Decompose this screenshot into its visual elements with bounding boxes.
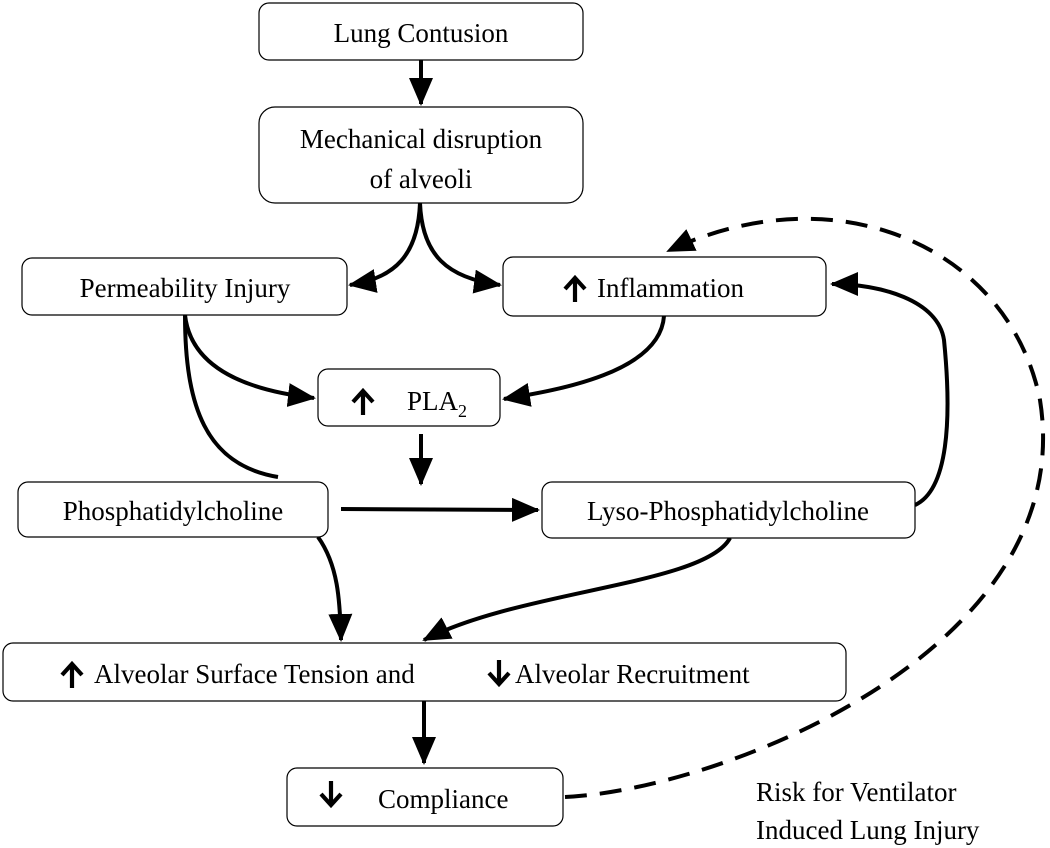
edge-lyso-phosphatidylcholine-to-inflammation [830,272,950,507]
node-inflammation-box [502,256,827,317]
annotation-line2: Induced Lung Injury [756,815,980,845]
node-lung-contusion-box [258,2,584,61]
node-permeability-injury-box [21,257,348,316]
node-pla2: PLA2 [317,368,501,427]
up-arrow-icon [351,387,375,415]
edge-phosphatidylcholine-to-lyso-phosphatidylcholine [340,497,540,522]
node-surface-tension-part1: Alveolar Surface Tension and [94,659,415,689]
edge-lyso-phosphatidylcholine-to-surface-tension [422,536,732,642]
node-compliance-label: Compliance [378,784,508,814]
node-phosphatidylcholine-label: Phosphatidylcholine [63,496,283,526]
annotation-ventilator-risk: Risk for Ventilator Induced Lung Injury [756,777,980,845]
node-surface-tension-part2: Alveolar Recruitment [515,659,750,689]
down-arrow-icon [487,660,511,688]
edge-permeability-injury-to-phosphatidylcholine [183,314,279,479]
node-mechanical-disruption: Mechanical disruption of alveoli [258,106,584,204]
node-pla2-subscript: 2 [458,401,467,421]
node-mechanical-disruption-line2: of alveoli [370,164,473,194]
node-lyso-phosphatidylcholine-label: Lyso-Phosphatidylcholine [587,496,869,526]
annotation-line1: Risk for Ventilator [756,777,956,807]
node-lyso-phosphatidylcholine: Lyso-Phosphatidylcholine [541,481,916,539]
edge-compliance-to-inflammation-dashed [564,216,1045,799]
node-inflammation-label: Inflammation [597,273,744,303]
node-lung-contusion: Lung Contusion [258,2,584,61]
node-mechanical-disruption-line1: Mechanical disruption [300,124,543,154]
edges [183,60,1045,799]
edge-inflammation-to-pla2 [502,315,666,407]
node-phosphatidylcholine-box [17,481,329,538]
node-surface-tension: Alveolar Surface Tension and Alveolar Re… [2,642,847,702]
node-inflammation: Inflammation [502,256,827,317]
up-arrow-icon [60,660,84,688]
node-pla2-label: PLA [407,386,459,416]
node-compliance: Compliance [286,767,564,827]
node-pla2-text: PLA2 [407,386,467,421]
node-compliance-box [286,767,564,827]
node-surface-tension-box [2,642,847,702]
node-phosphatidylcholine: Phosphatidylcholine [17,481,329,538]
edge-phosphatidylcholine-to-surface-tension [316,535,353,642]
up-arrow-icon [563,274,587,302]
node-lung-contusion-label: Lung Contusion [334,18,509,48]
node-lyso-phosphatidylcholine-box [541,481,916,539]
node-mechanical-disruption-box [258,106,584,204]
edge-permeability-injury-to-pla2 [183,314,316,407]
node-permeability-injury: Permeability Injury [21,257,348,316]
edge-mechanical-disruption-to-inflammation [418,202,502,294]
edge-mechanical-disruption-to-permeability-injury [348,202,422,293]
node-permeability-injury-label: Permeability Injury [80,273,291,303]
down-arrow-icon [319,781,343,809]
